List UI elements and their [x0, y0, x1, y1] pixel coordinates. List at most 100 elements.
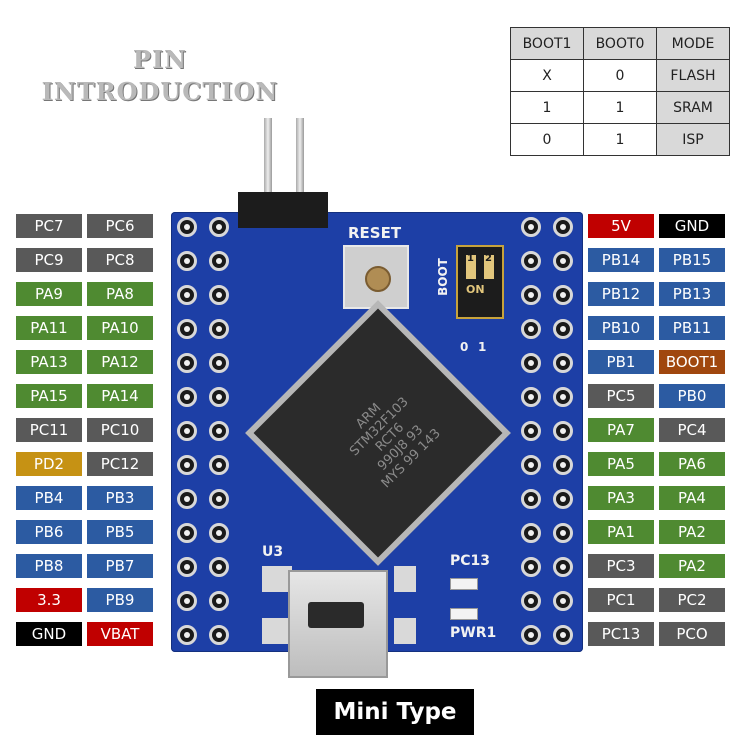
- header-hole: [177, 285, 197, 305]
- header-hole: [177, 489, 197, 509]
- pin-label: PA2: [659, 554, 725, 578]
- cell-mode: FLASH: [656, 59, 730, 92]
- header-hole: [553, 387, 573, 407]
- pin-label: PB5: [87, 520, 153, 544]
- header-hole: [177, 387, 197, 407]
- pin-label: PC4: [659, 418, 725, 442]
- header-hole: [553, 353, 573, 373]
- pin-label: PA8: [87, 282, 153, 306]
- pin-label: PA9: [16, 282, 82, 306]
- cell-boot1: X: [510, 59, 584, 92]
- header-hole: [209, 251, 229, 271]
- reset-label: RESET: [348, 224, 402, 242]
- reset-button[interactable]: [343, 245, 409, 309]
- pin-label: PB1: [588, 350, 654, 374]
- header-hole: [209, 421, 229, 441]
- header-hole: [177, 353, 197, 373]
- pin-label: PD2: [16, 452, 82, 476]
- pin-label: PA5: [588, 452, 654, 476]
- header-hole: [521, 217, 541, 237]
- header-hole: [521, 557, 541, 577]
- header-hole: [521, 421, 541, 441]
- pin-label: PC8: [87, 248, 153, 272]
- pin-label: PA13: [16, 350, 82, 374]
- boot-table-header: BOOT1 BOOT0 MODE: [510, 27, 730, 60]
- header-hole: [209, 285, 229, 305]
- pin-label: PB7: [87, 554, 153, 578]
- header-hole: [553, 285, 573, 305]
- pin-label: PA15: [16, 384, 82, 408]
- header-hole: [209, 557, 229, 577]
- cell-mode: SRAM: [656, 91, 730, 124]
- pin-label: PB11: [659, 316, 725, 340]
- header-hole: [209, 625, 229, 645]
- pc13-led: [450, 578, 478, 590]
- cell-boot1: 0: [510, 123, 584, 156]
- header-hole: [177, 557, 197, 577]
- boot-label: BOOT: [435, 258, 450, 296]
- header-hole: [209, 523, 229, 543]
- pwr-led: [450, 608, 478, 620]
- pin-label: PB13: [659, 282, 725, 306]
- header-hole: [553, 217, 573, 237]
- jumper-header: [238, 192, 328, 228]
- cell-boot0: 0: [583, 59, 657, 92]
- header-hole: [521, 285, 541, 305]
- pin-label: PB3: [87, 486, 153, 510]
- header-hole: [521, 523, 541, 543]
- pc13-led-label: PC13: [450, 553, 491, 569]
- pin-label: PC3: [588, 554, 654, 578]
- pin-label: PCO: [659, 622, 725, 646]
- pin-label: PA3: [588, 486, 654, 510]
- header-hole: [209, 353, 229, 373]
- pin-label: PC9: [16, 248, 82, 272]
- header-hole: [521, 387, 541, 407]
- board-type-label: Mini Type: [316, 689, 474, 735]
- header-hole: [209, 319, 229, 339]
- header-hole: [553, 523, 573, 543]
- header-hole: [553, 251, 573, 271]
- cell-boot1: 1: [510, 91, 584, 124]
- header-hole: [209, 217, 229, 237]
- pin-label: PB15: [659, 248, 725, 272]
- header-pin-right: [296, 118, 304, 228]
- header-hole: [521, 625, 541, 645]
- pwr1-led-label: PWR1: [450, 625, 497, 641]
- header-hole: [177, 591, 197, 611]
- header-hole: [521, 319, 541, 339]
- pin-label: PB0: [659, 384, 725, 408]
- dip-1-marker: 1: [478, 340, 487, 354]
- header-hole: [553, 319, 573, 339]
- header-hole: [209, 455, 229, 475]
- dip-0-label: 0: [460, 340, 469, 354]
- header-hole: [177, 523, 197, 543]
- micro-usb-connector[interactable]: [288, 570, 388, 678]
- header-pin-left: [264, 118, 272, 228]
- pin-label: PA10: [87, 316, 153, 340]
- header-hole: [553, 625, 573, 645]
- usb-pad: [394, 566, 416, 592]
- pin-label: PA11: [16, 316, 82, 340]
- pin-label: PA6: [659, 452, 725, 476]
- pin-label: PC6: [87, 214, 153, 238]
- header-hole: [521, 353, 541, 373]
- usb-pad: [394, 618, 416, 644]
- dip-slider-2: [484, 255, 494, 279]
- header-hole: [177, 217, 197, 237]
- header-boot0: BOOT0: [583, 27, 657, 60]
- header-hole: [177, 455, 197, 475]
- pin-label: PB9: [87, 588, 153, 612]
- pin-label: PC11: [16, 418, 82, 442]
- u3-label: U3: [262, 544, 284, 560]
- pin-label: PC2: [659, 588, 725, 612]
- pin-label: PC10: [87, 418, 153, 442]
- pin-label: GND: [16, 622, 82, 646]
- header-mode: MODE: [656, 27, 730, 60]
- header-hole: [177, 251, 197, 271]
- pin-label: GND: [659, 214, 725, 238]
- cell-boot0: 1: [583, 123, 657, 156]
- boot-dip-switch[interactable]: ON 1 2: [456, 245, 504, 319]
- pin-label: BOOT1: [659, 350, 725, 374]
- pin-label: PC7: [16, 214, 82, 238]
- pin-label: VBAT: [87, 622, 153, 646]
